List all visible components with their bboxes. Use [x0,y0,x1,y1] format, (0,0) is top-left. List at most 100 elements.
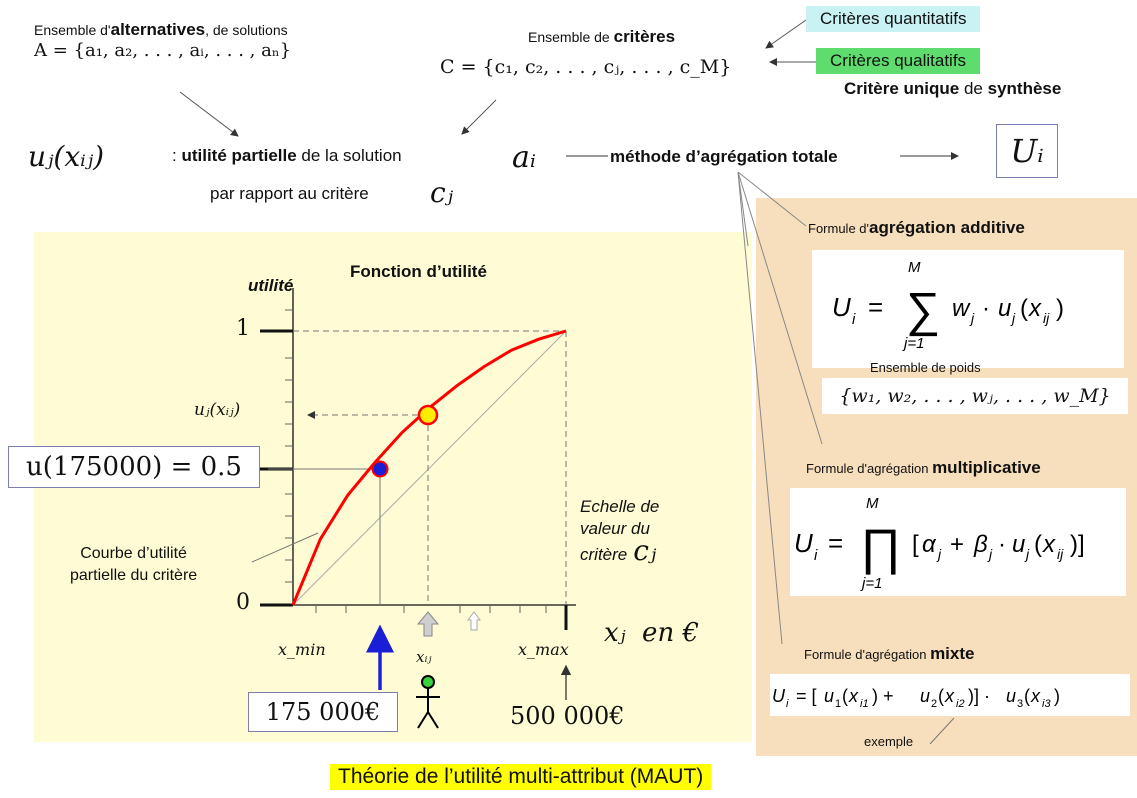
svg-text:x: x [1030,686,1041,706]
svg-text:M: M [908,259,921,276]
svg-text:i: i [786,698,789,710]
weights-label: Ensemble de poids [870,360,981,375]
svg-text:ij: ij [1057,546,1064,562]
svg-text:i2: i2 [956,698,965,710]
svg-text:U: U [832,292,851,322]
svg-text:∑: ∑ [906,284,940,337]
svg-text:M: M [866,495,879,512]
svg-text:x: x [1028,295,1042,322]
unique-criterion-label: Critère unique de synthèse [844,79,1062,98]
diagonal-line [292,330,567,606]
mixed-formula: U i = [ u 1 ( x i1 ) + u 2 ( x i2 )] · u… [770,674,1130,716]
curve-label: Courbe d’utilité partielle du critère [70,545,198,584]
x-min-label: x_min [278,640,326,659]
svg-text:j: j [987,546,993,562]
svg-text:u: u [1012,531,1025,558]
global-utility-Ui-box: Uᵢ [996,124,1058,178]
partial-utility-criterion-label: par rapport au critère [210,184,369,203]
svg-text:j=1: j=1 [860,575,882,592]
partial-utility-symbol: uⱼ(xᵢⱼ) [28,140,105,173]
svg-text:x: x [1042,531,1056,558]
x-max-label: x_max [518,640,569,659]
svg-text:ij: ij [1043,310,1050,326]
chart-title: Fonction d’utilité [350,262,487,281]
arrow-quantitative [765,19,807,49]
arrow-criteria-to-utility [461,99,497,135]
scale-cj: cⱼ [633,534,657,567]
svg-text:): ) [1056,295,1064,322]
svg-text:= [: = [ [796,686,817,706]
svg-text:w: w [952,295,971,322]
mixed-formula-svg: U i = [ u 1 ( x i1 ) + u 2 ( x i2 )] · u… [772,686,1060,710]
fan-lines [737,171,823,645]
svg-text:j: j [1010,310,1016,326]
total-aggregation-method-label: méthode d’agrégation totale [610,147,838,166]
y-label-one: 1 [236,316,250,341]
svg-text:)]: )] [1070,531,1085,558]
criteria-label: Ensemble de critères [528,27,676,46]
svg-text:j=1: j=1 [902,335,924,352]
multiplicative-formula-label: Formule d'agrégation multiplicative [806,458,1041,477]
svg-text:·: · [982,295,990,322]
svg-text:+: + [950,531,964,558]
partial-utility-definition: : utilité partielle de la solution [172,146,402,165]
svg-text:j: j [936,546,942,562]
svg-text:i1: i1 [860,698,869,710]
svg-text:(: ( [938,686,944,706]
additive-formula: U i = ∑ M j=1 w j · u j ( x ij ) [812,250,1124,368]
svg-text:β: β [973,531,988,558]
svg-text:(: ( [1024,686,1030,706]
svg-text:i3: i3 [1042,698,1051,710]
value-175000-box: 175 000€ [248,692,398,732]
svg-text:(: ( [842,686,848,706]
svg-text:=: = [828,528,843,558]
alternatives-formula: A = {a₁, a₂, . . . , aᵢ, . . . , aₙ} [34,40,292,61]
up-arrow-small [467,611,481,631]
svg-text:3: 3 [1017,698,1023,710]
point-xij [417,404,439,426]
svg-text:α: α [922,531,937,558]
uj-xij-label: uⱼ(xᵢⱼ) [194,400,241,420]
svg-text:U: U [794,528,813,558]
u175000-box: u(175000) = 0.5 [8,446,260,488]
x-ij-label: xᵢⱼ [416,648,432,666]
svg-text:): ) [1054,686,1060,706]
value-500000-label: 500 000€ [510,702,625,730]
guide-lines [251,330,567,606]
svg-text:i: i [852,311,856,328]
svg-text:x: x [848,686,859,706]
quantitative-criteria-tag: Critères quantitatifs [806,6,981,32]
partial-utility-cj: cⱼ [430,176,454,209]
curve-label-pointer [251,532,319,563]
svg-text:u: u [998,295,1011,322]
y-axis-label: utilité [248,276,294,295]
weights-set: {w₁, w₂, . . . , wⱼ, . . . , w_M} [822,378,1128,414]
criteria-formula: C = {c₁, c₂, . . . , cⱼ, . . . , c_M} [440,56,732,78]
person-icon [416,675,440,729]
alternatives-label: Ensemble d'alternatives, de solutions [34,20,288,39]
svg-text:j: j [1024,546,1030,562]
svg-text:2: 2 [931,698,937,710]
chart-axes [292,288,576,606]
additive-formula-label: Formule d'agrégation additive [808,218,1025,237]
svg-text:u: u [1006,686,1016,706]
svg-text:x: x [944,686,955,706]
additive-formula-svg: U i = ∑ M j=1 w j · u j ( x ij ) [832,259,1064,352]
x-ticks [315,605,547,613]
svg-text:1: 1 [835,698,841,710]
svg-text:·: · [998,531,1006,558]
multiplicative-formula-svg: U i = ∏ M j=1 [ α j + β j · u j ( x ij )… [794,495,1085,592]
footer-title: Théorie de l’utilité multi-attribut (MAU… [330,764,712,790]
svg-text:∏: ∏ [860,519,901,575]
y-label-zero: 0 [236,590,250,615]
svg-text:(: ( [1034,531,1042,558]
svg-text:U: U [772,686,786,706]
svg-text:) +: ) + [872,686,894,706]
mixed-formula-label: Formule d'agrégation mixte [804,644,975,663]
svg-text:)] ·: )] · [968,686,990,706]
svg-text:(: ( [1020,295,1028,322]
alternative-ai: aᵢ [512,140,536,175]
svg-text:j: j [969,310,975,326]
